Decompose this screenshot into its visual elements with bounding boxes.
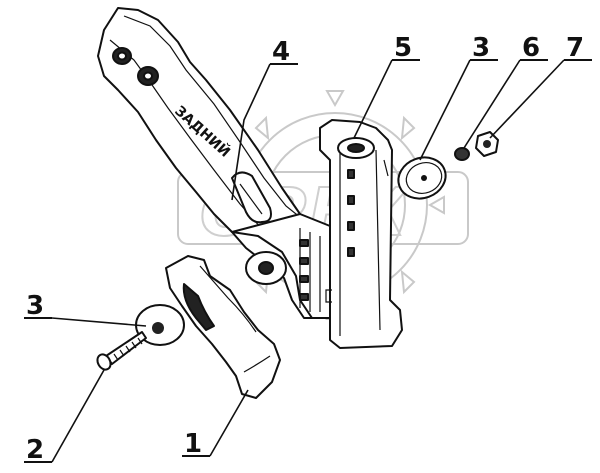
callout-4: 4 (272, 37, 290, 67)
leader-lines (24, 59, 592, 463)
callout-3-right: 3 (472, 33, 490, 63)
part-3-right-disk (397, 156, 447, 200)
part-1-curved-cover (165, 255, 281, 399)
part-4-lever-arm: ЗАДНИЙ (97, 7, 331, 319)
callout-2: 2 (26, 435, 44, 465)
callout-7: 7 (566, 33, 584, 63)
callout-6: 6 (522, 33, 540, 63)
part-6-washer (454, 147, 470, 161)
part-5-bracket (319, 119, 403, 349)
callout-3-left: 3 (26, 291, 44, 321)
callout-1: 1 (184, 429, 202, 459)
callout-numbers: 4 5 3 6 7 3 2 1 (26, 33, 584, 465)
part-7-nut (475, 131, 499, 157)
part-2-screw (96, 331, 147, 371)
callout-5: 5 (394, 33, 412, 63)
